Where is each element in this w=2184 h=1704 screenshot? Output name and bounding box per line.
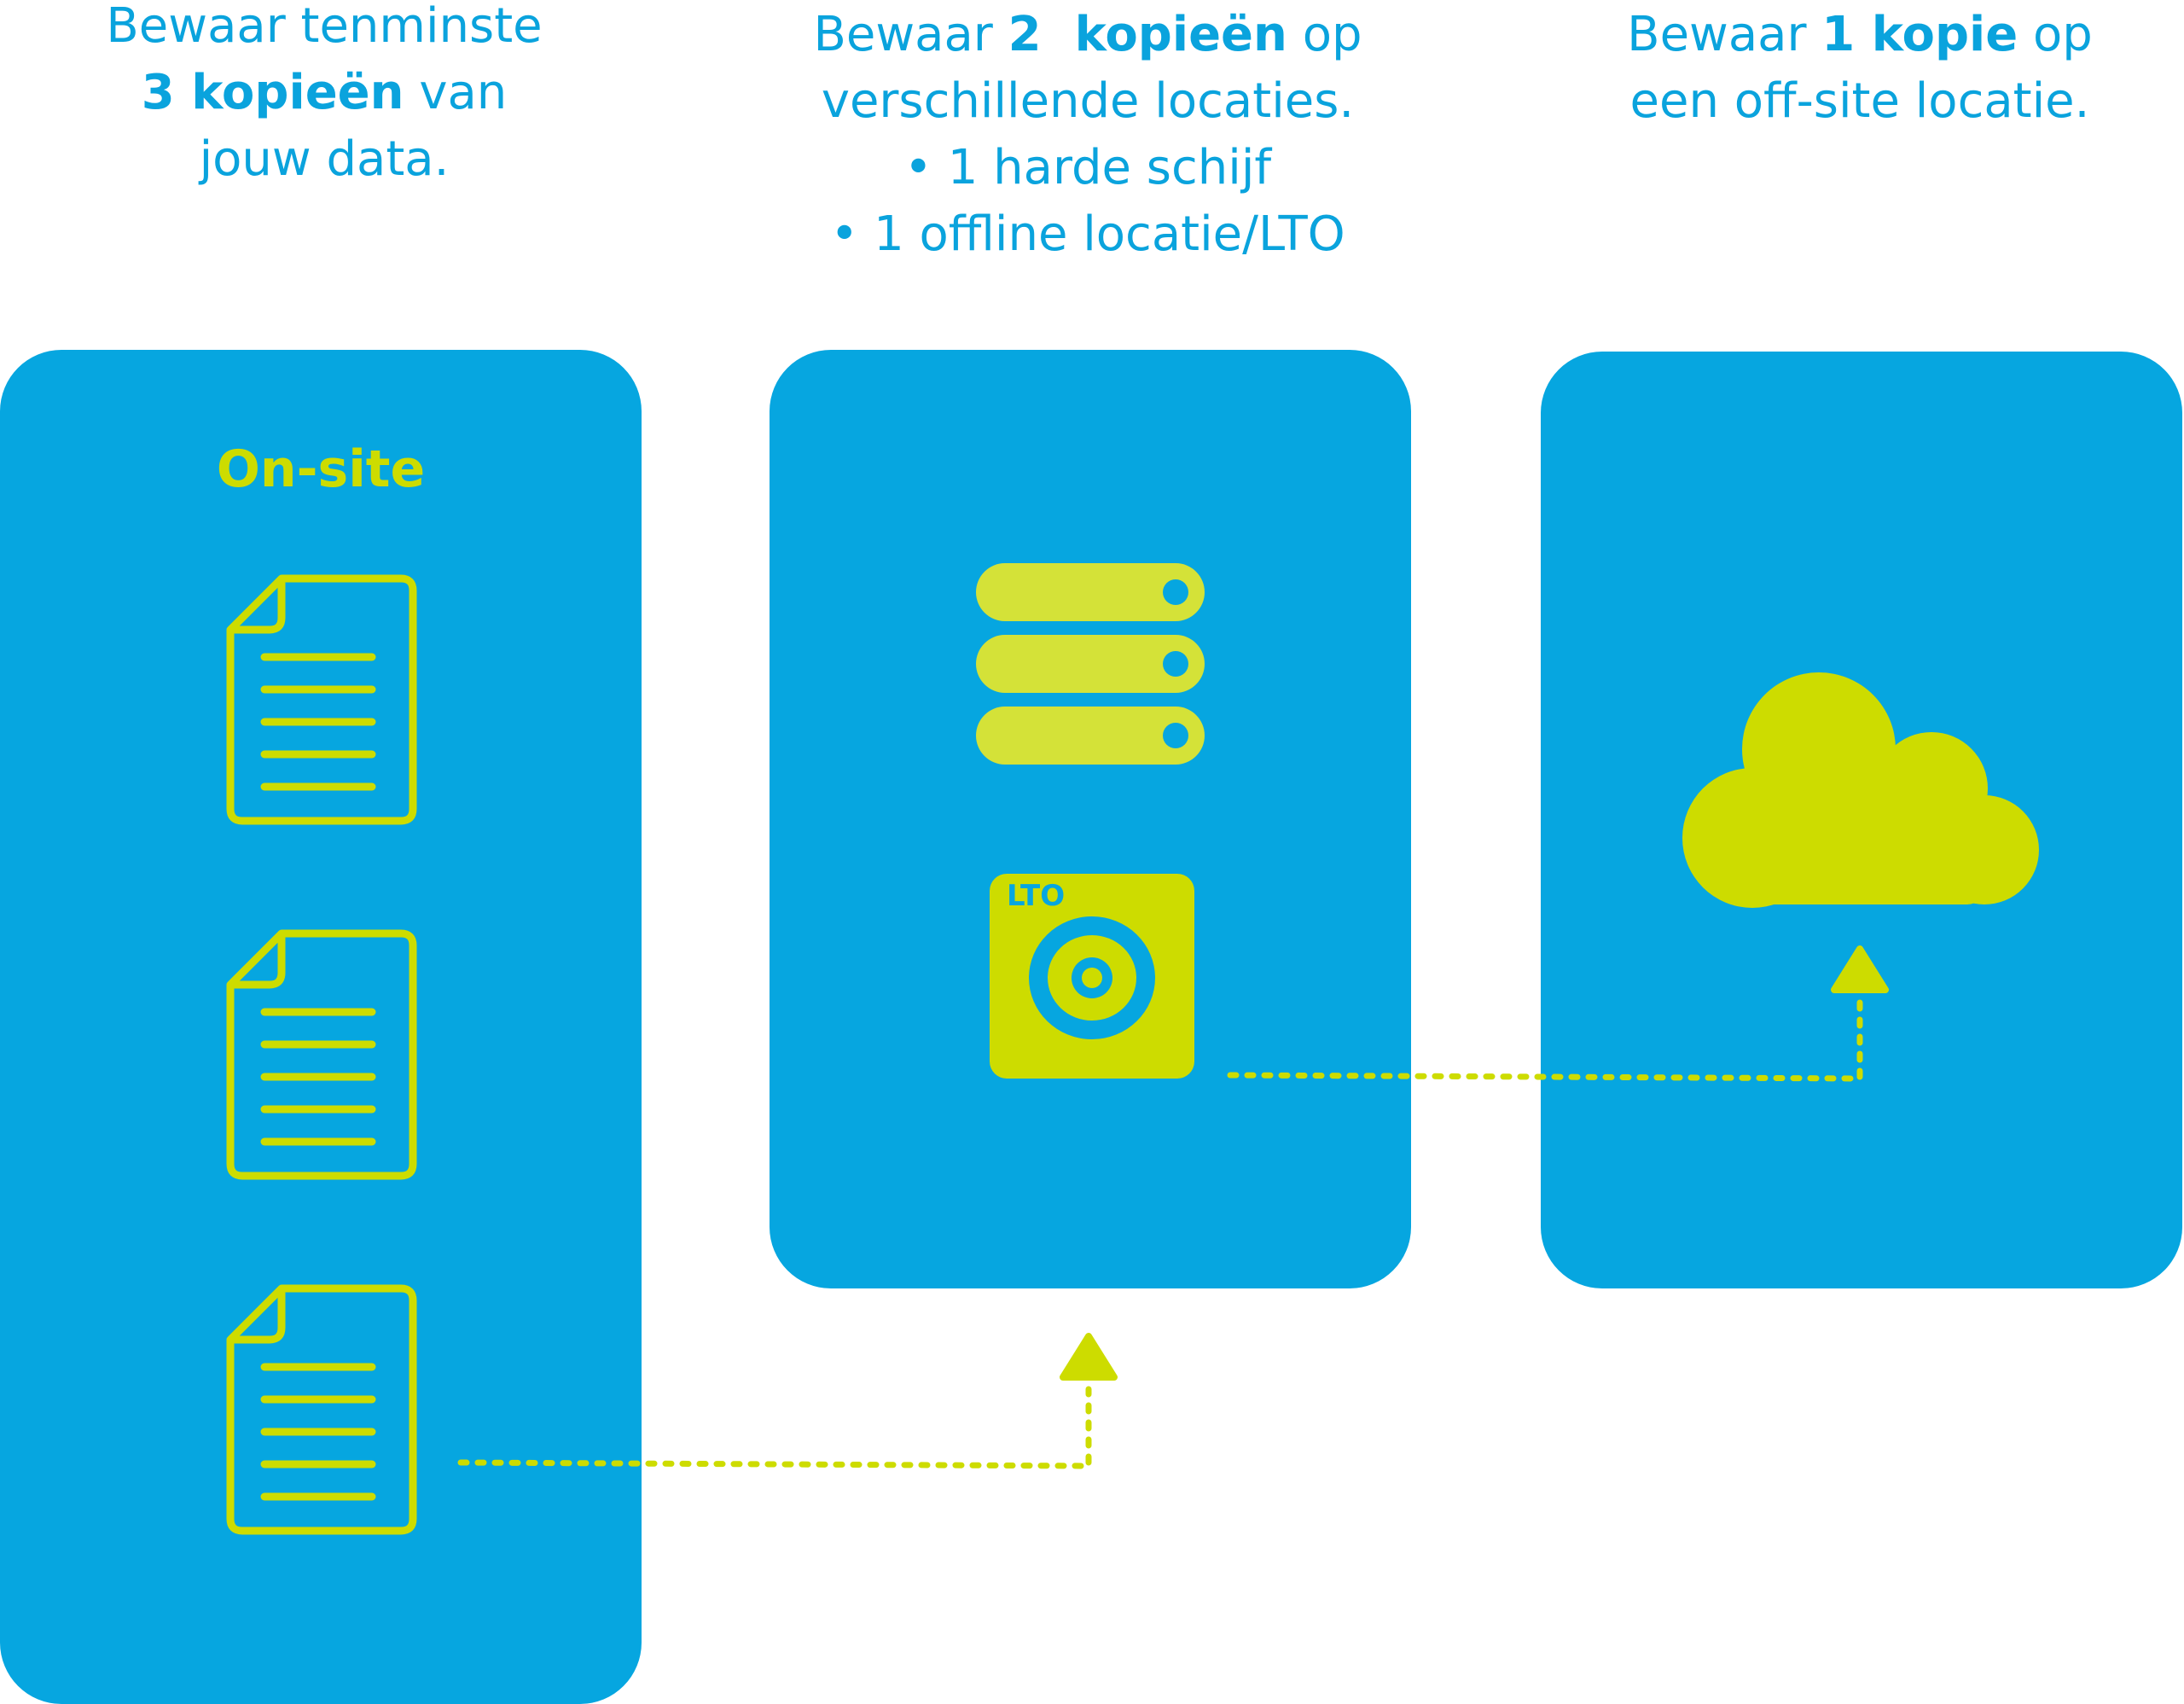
document-icon xyxy=(226,929,417,1180)
cloud-icon xyxy=(1682,672,2039,908)
caption-three-copies: Bewaar tenminste 3 kopieën van jouw data… xyxy=(51,0,597,193)
document-icon xyxy=(226,1284,417,1535)
caption-text: Bewaar xyxy=(813,7,1008,62)
caption-two-copies: Bewaar 2 kopieën op verschillende locati… xyxy=(776,2,1399,268)
caption-line: verschillende locaties. xyxy=(821,73,1355,129)
caption-line: jouw data. xyxy=(199,131,450,187)
dotted-connector xyxy=(1227,997,1863,1082)
caption-bullet: • 1 offline locatie/LTO xyxy=(830,206,1345,262)
caption-bold: 1 kopie xyxy=(1821,7,2018,62)
caption-one-copy: Bewaar 1 kopie op een off-site locatie. xyxy=(1561,2,2158,135)
panel-local-copies xyxy=(770,350,1411,1288)
caption-bold: 2 kopieën xyxy=(1008,7,1287,62)
caption-line: Bewaar tenminste xyxy=(106,0,543,54)
caption-text: van xyxy=(404,65,508,120)
caption-line: een off-site locatie. xyxy=(1629,73,2090,129)
lto-label: LTO xyxy=(1007,879,1066,913)
caption-text: Bewaar xyxy=(1627,7,1822,62)
lto-tape-icon xyxy=(990,874,1194,1079)
server-stack-icon xyxy=(976,563,1205,765)
arrow-up-icon xyxy=(1060,1333,1118,1381)
document-icon xyxy=(226,574,417,825)
onsite-label: On-site xyxy=(216,439,426,499)
arrow-up-icon xyxy=(1831,945,1889,993)
caption-line: Bewaar 1 kopie op xyxy=(1561,2,2158,68)
caption-bold: 3 kopieën xyxy=(141,65,404,120)
caption-line: Bewaar 2 kopieën op xyxy=(776,2,1399,68)
caption-line: 3 kopieën van xyxy=(51,60,597,126)
caption-bullet: • 1 harde schijf xyxy=(903,140,1272,195)
caption-text: op xyxy=(2018,7,2093,62)
caption-text: op xyxy=(1287,7,1362,62)
dotted-connector xyxy=(457,1386,1092,1469)
